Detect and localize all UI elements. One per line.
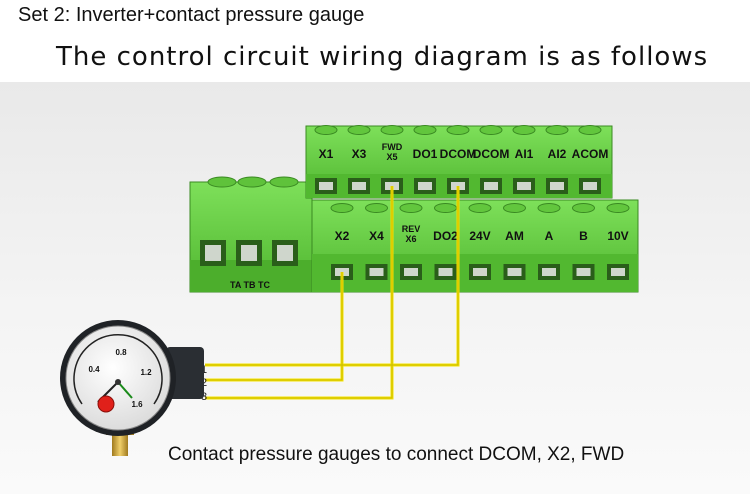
top-row-screw-6 (512, 125, 536, 135)
bottom-row-screw-6 (537, 203, 561, 213)
bottom-row-terminal-contact-5 (507, 268, 522, 276)
header: Set 2: Inverter+contact pressure gauge T… (0, 0, 750, 82)
bottom-row-terminal-contact-4 (473, 268, 487, 276)
bottom-row-label-3: DO2 (433, 229, 458, 243)
top-row-label-3: DO1 (413, 147, 438, 161)
top-row-label-0: X1 (319, 147, 334, 161)
bottom-row-label-5: AM (505, 229, 524, 243)
top-row-screw-8 (578, 125, 602, 135)
relay-terminal-block: TA TB TC (189, 176, 313, 293)
bottom-row-terminal-contact-1 (369, 268, 384, 276)
bottom-row-terminal-contact-6 (542, 268, 556, 276)
top-row-screw-7 (545, 125, 569, 135)
top-row-terminal-contact-8 (583, 182, 597, 190)
top-row-label-5: DCOM (473, 147, 510, 161)
top-row-label-1: X3 (352, 147, 367, 161)
gauge-scale-0-4: 0.4 (88, 365, 100, 374)
diagram-caption: Contact pressure gauges to connect DCOM,… (168, 444, 625, 465)
top-row-screw-3 (413, 125, 437, 135)
top-row-screw-5 (479, 125, 503, 135)
bottom-row-screw-7 (572, 203, 595, 213)
bottom-row-screw-8 (606, 203, 630, 213)
set-title: Set 2: Inverter+contact pressure gauge (18, 4, 365, 26)
bottom-row-screw-1 (365, 203, 388, 213)
relay-block-label: TA TB TC (230, 280, 270, 290)
bottom-row-label-0: X2 (335, 229, 350, 243)
top-row-terminal-contact-5 (484, 182, 498, 190)
bottom-row-screw-4 (468, 203, 492, 213)
top-row-terminal-contact-7 (550, 182, 564, 190)
bottom-row-label-1: X4 (369, 229, 384, 243)
bottom-row-screw-2 (399, 203, 423, 213)
bottom-row-screw-0 (330, 203, 354, 213)
top-row-terminal-contact-0 (319, 182, 333, 190)
top-row-screw-2 (380, 125, 404, 135)
bottom-row-label-6: A (545, 229, 554, 243)
gauge-scale-0-8: 0.8 (115, 348, 127, 357)
bottom-row-label-7: B (579, 229, 588, 243)
bottom-row-screw-5 (503, 203, 526, 213)
top-row-label-6: AI1 (515, 147, 534, 161)
bottom-row-label-4: 24V (469, 229, 490, 243)
bottom-row-label-8: 10V (607, 229, 628, 243)
wire-number-3: 3 (201, 391, 207, 403)
top-row-terminal-contact-6 (517, 182, 531, 190)
top-row-terminal-contact-1 (352, 182, 366, 190)
top-row-terminal-contact-3 (418, 182, 432, 190)
top-row-screw-4 (446, 125, 470, 135)
pressure-gauge-icon: 0.4 0.8 1.2 1.6 (60, 320, 204, 456)
bottom-row-screw-3 (434, 203, 457, 213)
top-row-screw-0 (314, 125, 338, 135)
bottom-row-terminal-contact-3 (438, 268, 453, 276)
bottom-row-terminal-contact-7 (576, 268, 591, 276)
bottom-row-terminal-contact-2 (404, 268, 418, 276)
wire-number-2: 2 (201, 377, 207, 389)
gauge-scale-1-2: 1.2 (140, 368, 152, 377)
wires (205, 186, 460, 400)
page-subtitle: The control circuit wiring diagram is as… (56, 42, 709, 72)
gauge-scale-1-6: 1.6 (131, 400, 143, 409)
top-row-screw-1 (347, 125, 371, 135)
top-row-label-8: ACOM (572, 147, 609, 161)
top-row-label-7: AI2 (548, 147, 567, 161)
bottom-row-terminal-contact-8 (611, 268, 625, 276)
wire-number-1: 1 (201, 364, 207, 376)
top-row-label-4: DCOM (440, 147, 477, 161)
